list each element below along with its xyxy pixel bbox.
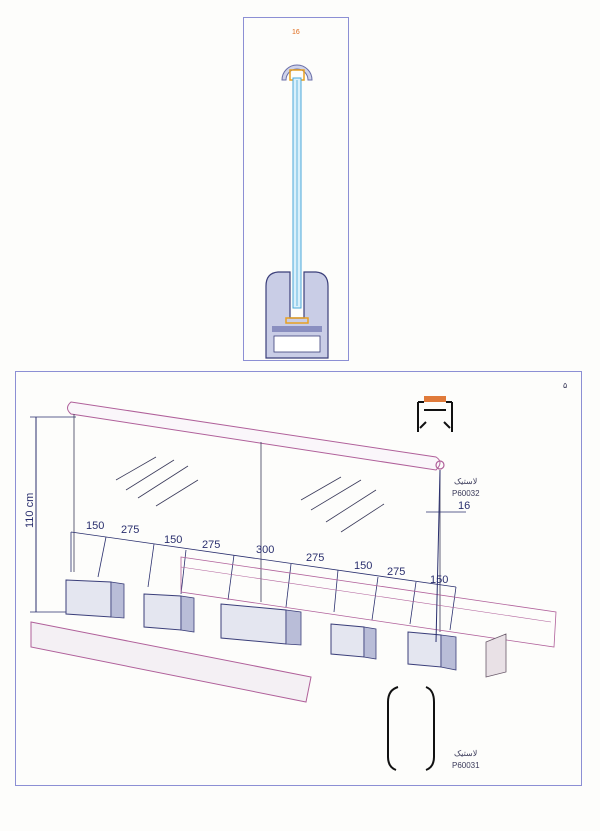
dimension-label: 275 <box>202 539 221 551</box>
cross-section-drawing <box>265 64 329 359</box>
dimension-label: 150 <box>86 520 105 532</box>
gasket-top-name: لاستیک <box>454 477 478 486</box>
dimension-label: 150 <box>164 534 183 546</box>
dimension-label: 150 <box>430 574 449 586</box>
gasket-top-code: P60032 <box>452 489 480 498</box>
dimension-label: 300 <box>256 544 275 556</box>
page-mark: ۵ <box>563 381 568 390</box>
gasket-bottom-name: لاستیک <box>454 749 478 758</box>
assembly-panel: ۵ 110 cm 150 275 150 275 300 275 150 275… <box>15 371 582 786</box>
dimension-label: 275 <box>387 566 406 578</box>
assembly-drawing <box>30 396 557 771</box>
dimension-label: 150 <box>354 560 373 572</box>
side-dimension-label: 16 <box>458 500 471 512</box>
cross-section-panel: 16 <box>243 17 349 361</box>
dimension-label: 275 <box>121 524 140 536</box>
gasket-bottom-code: P60031 <box>452 761 480 770</box>
height-label: 110 cm <box>24 492 36 528</box>
dimension-label: 275 <box>306 552 325 564</box>
glass-width-label: 16 <box>292 29 300 36</box>
